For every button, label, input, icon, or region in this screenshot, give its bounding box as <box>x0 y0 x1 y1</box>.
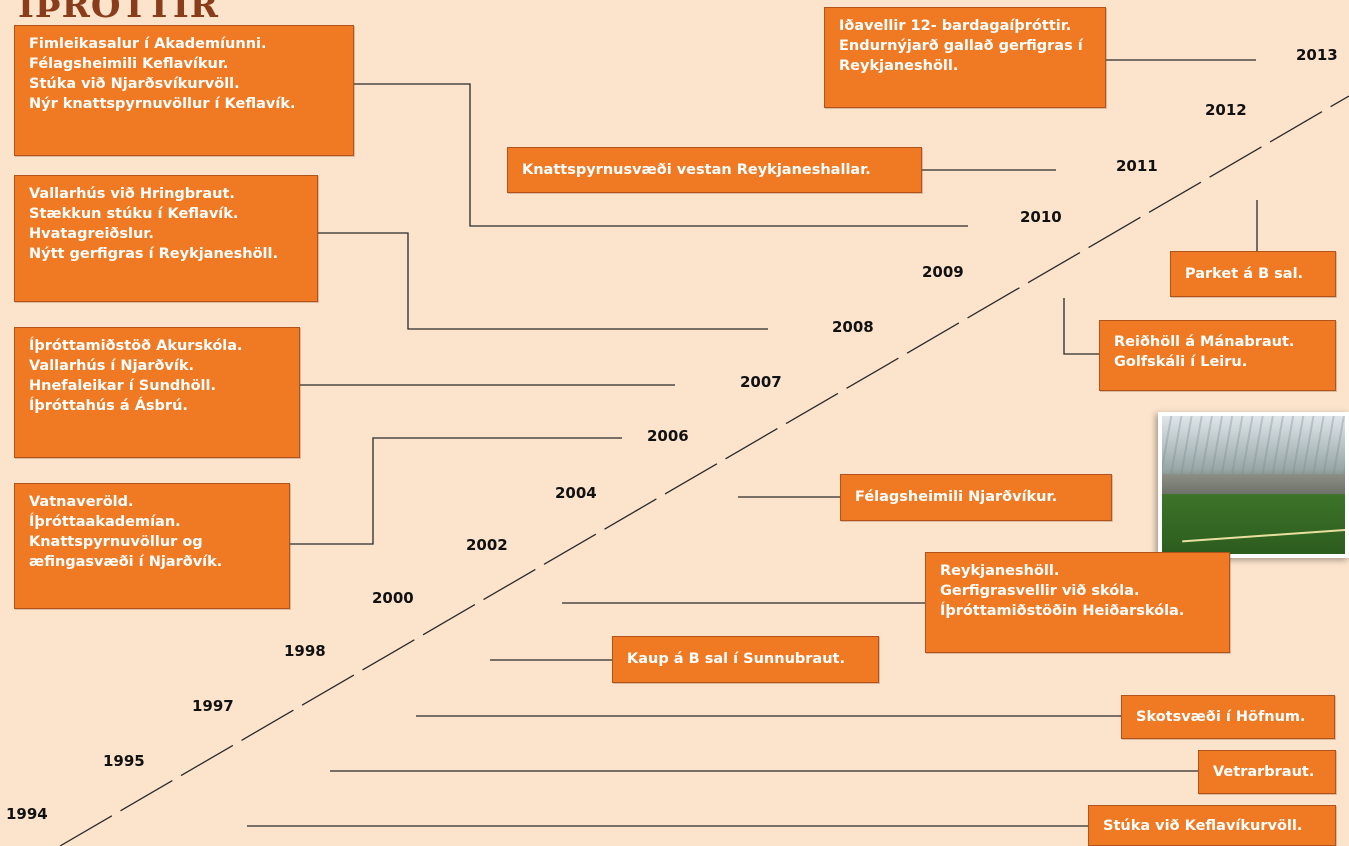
event-box-2004: Félagsheimili Njarðvíkur. <box>840 474 1112 521</box>
year-label-2010: 2010 <box>1020 208 1062 226</box>
event-box-2012: Parket á B sal. <box>1170 251 1336 297</box>
event-line: Vetrarbraut. <box>1213 764 1315 780</box>
event-box-1994: Stúka við Keflavíkurvöll. <box>1088 805 1336 846</box>
year-label-1998: 1998 <box>284 642 326 660</box>
event-box-1998: Kaup á B sal í Sunnubraut. <box>612 636 879 683</box>
year-label-1994: 1994 <box>6 805 48 823</box>
event-line: Íþróttamiðstöð Akurskóla. <box>29 338 243 354</box>
event-box-2007: Íþróttamiðstöð Akurskóla. Vallarhús í Nj… <box>14 327 300 458</box>
event-line: Knattspyrnusvæði vestan Reykjaneshallar. <box>522 162 871 178</box>
event-line: Reykjaneshöll. <box>839 58 959 74</box>
timeline-axis <box>59 95 1349 846</box>
year-label-2011: 2011 <box>1116 157 1158 175</box>
reykjaneshall-photo <box>1158 412 1349 558</box>
year-label-2002: 2002 <box>466 536 508 554</box>
event-line: Íþróttamiðstöðin Heiðarskóla. <box>940 603 1185 619</box>
event-line: Nýr knattspyrnuvöllur í Keflavík. <box>29 96 296 112</box>
event-line: Félagsheimili Keflavíkur. <box>29 56 229 72</box>
event-box-2009: Reiðhöll á Mánabraut. Golfskáli í Leiru. <box>1099 320 1336 391</box>
year-label-2007: 2007 <box>740 373 782 391</box>
event-line: Íþróttaakademían. <box>29 514 181 530</box>
event-line: Félagsheimili Njarðvíkur. <box>855 489 1058 505</box>
connector-2010 <box>353 83 968 227</box>
connector-2006 <box>290 437 622 545</box>
event-line: Golfskáli í Leiru. <box>1114 354 1248 370</box>
year-label-1997: 1997 <box>192 697 234 715</box>
connector-2009 <box>1063 298 1099 355</box>
page-title: ÍÞRÓTTIR <box>18 0 220 26</box>
event-box-1995: Vetrarbraut. <box>1198 750 1336 794</box>
event-line: Endurnýjarð gallað gerfigras í <box>839 38 1083 54</box>
event-line: Vallarhús við Hringbraut. <box>29 186 235 202</box>
event-box-2011: Knattspyrnusvæði vestan Reykjaneshallar. <box>507 147 922 193</box>
event-line: Iðavellir 12- bardagaíþróttir. <box>839 18 1072 34</box>
year-label-2009: 2009 <box>922 263 964 281</box>
event-line: Reykjaneshöll. <box>940 563 1060 579</box>
event-line: Kaup á B sal í Sunnubraut. <box>627 651 845 667</box>
year-label-2006: 2006 <box>647 427 689 445</box>
year-label-2000: 2000 <box>372 589 414 607</box>
event-box-2013: Iðavellir 12- bardagaíþróttir. Endurnýja… <box>824 7 1106 108</box>
event-box-2010: Fimleikasalur í Akademíunni. Félagsheimi… <box>14 25 354 156</box>
event-line: Knattspyrnuvöllur og <box>29 534 203 550</box>
year-label-2008: 2008 <box>832 318 874 336</box>
year-label-2012: 2012 <box>1205 101 1247 119</box>
event-line: Íþróttahús á Ásbrú. <box>29 398 188 414</box>
event-line: Hnefaleikar í Sundhöll. <box>29 378 217 394</box>
event-box-1997: Skotsvæði í Höfnum. <box>1121 695 1335 739</box>
event-line: Vallarhús í Njarðvík. <box>29 358 195 374</box>
event-line: Stúka við Keflavíkurvöll. <box>1103 818 1303 834</box>
event-line: Vatnaveröld. <box>29 494 134 510</box>
event-box-2008: Vallarhús við Hringbraut. Stækkun stúku … <box>14 175 318 302</box>
event-line: æfingasvæði í Njarðvík. <box>29 554 223 570</box>
event-line: Gerfigrasvellir við skóla. <box>940 583 1140 599</box>
event-line: Fimleikasalur í Akademíunni. <box>29 36 267 52</box>
event-line: Parket á B sal. <box>1185 266 1304 282</box>
year-label-1995: 1995 <box>103 752 145 770</box>
event-line: Hvatagreiðslur. <box>29 226 154 242</box>
event-line: Nýtt gerfigras í Reykjaneshöll. <box>29 246 278 262</box>
event-box-2000: Reykjaneshöll. Gerfigrasvellir við skóla… <box>925 552 1230 653</box>
event-line: Stúka við Njarðsvíkurvöll. <box>29 76 240 92</box>
event-line: Skotsvæði í Höfnum. <box>1136 709 1306 725</box>
event-line: Stækkun stúku í Keflavík. <box>29 206 239 222</box>
year-label-2013: 2013 <box>1296 46 1338 64</box>
connector-2008 <box>318 232 768 330</box>
event-box-2006: Vatnaveröld. Íþróttaakademían. Knattspyr… <box>14 483 290 609</box>
event-line: Reiðhöll á Mánabraut. <box>1114 334 1295 350</box>
year-label-2004: 2004 <box>555 484 597 502</box>
